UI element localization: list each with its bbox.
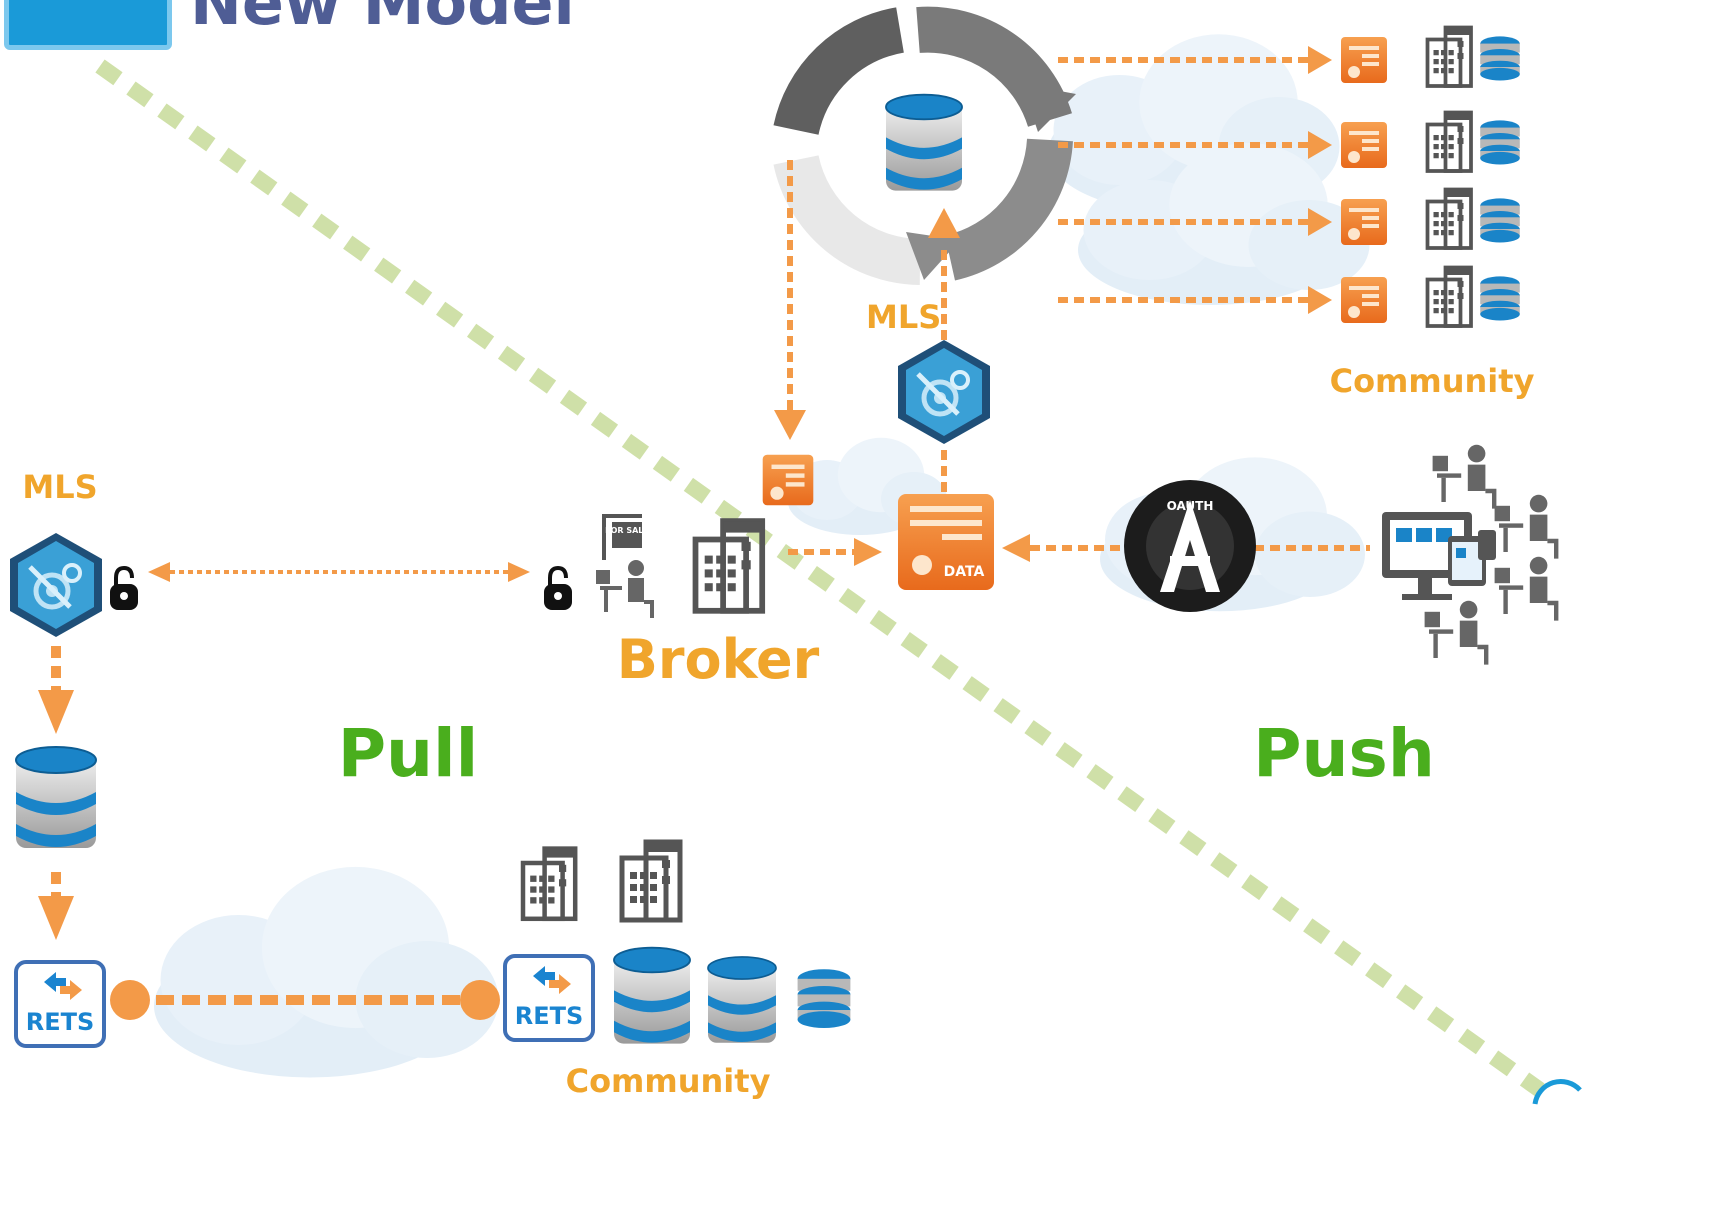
building-icon [1425, 110, 1473, 173]
agent-at-desk-icon [1495, 557, 1557, 621]
data-document-icon [898, 494, 994, 590]
title-tile [4, 0, 172, 50]
monitor-devices-icon [1382, 512, 1496, 600]
divider-line [95, 59, 1545, 1097]
refresh-cycle-icon [773, 6, 1076, 285]
building-icon [523, 849, 575, 919]
rets-arrows-icon [533, 966, 571, 994]
oauth-icon [1124, 480, 1256, 612]
document-icon [1341, 199, 1387, 245]
database-icon [1480, 276, 1520, 321]
building-icon [622, 842, 680, 920]
database-icon [797, 969, 851, 1028]
building-icon [1425, 187, 1473, 250]
for-sale-sign-text: FOR SALE [605, 526, 649, 535]
mls-top-label: MLS [866, 298, 941, 336]
database-icon [1480, 36, 1520, 81]
broker-label: Broker [617, 628, 820, 691]
cloud-icon [154, 866, 499, 1078]
lock-icon [542, 566, 574, 612]
rets-badge: RETS [503, 954, 595, 1042]
agent-at-desk-icon [1495, 495, 1557, 559]
gear-hex-icon [898, 340, 990, 444]
rets-badge: RETS [14, 960, 106, 1048]
building-icon [1425, 265, 1473, 328]
rets-arrows-icon [44, 972, 82, 1000]
lock-icon [108, 566, 140, 612]
document-icon [1341, 122, 1387, 168]
push-label: Push [1253, 715, 1435, 792]
page-title: New Model [190, 0, 575, 39]
distribution-arrows [1058, 57, 1310, 303]
data-tag: DATA [944, 564, 985, 580]
agent-at-desk-icon [1433, 445, 1495, 509]
document-icon [1341, 277, 1387, 323]
rets-label: RETS [514, 1002, 584, 1030]
for-sale-sign-icon [602, 514, 642, 560]
rets-link-end [460, 980, 500, 1020]
database-icon [15, 746, 97, 849]
pull-label: Pull [338, 715, 479, 792]
agent-at-desk-icon [594, 558, 654, 620]
rets-link-end [110, 980, 150, 1020]
database-icon [1480, 198, 1520, 243]
mls-left-label: MLS [22, 468, 97, 506]
corner-logo-icon [1532, 1079, 1582, 1105]
document-icon [762, 454, 814, 506]
database-icon [613, 946, 691, 1045]
database-icon [885, 93, 963, 192]
community-top-label: Community [1330, 362, 1535, 400]
gear-hex-icon [10, 533, 102, 637]
database-icon [707, 956, 777, 1044]
agent-at-desk-icon [1425, 601, 1487, 665]
database-icon [1480, 120, 1520, 165]
rets-label: RETS [25, 1008, 95, 1036]
community-bottom-label: Community [566, 1062, 771, 1100]
building-icon [1425, 25, 1473, 88]
oauth-ring-text: OAUTH [1167, 499, 1214, 513]
document-icon [1341, 37, 1387, 83]
